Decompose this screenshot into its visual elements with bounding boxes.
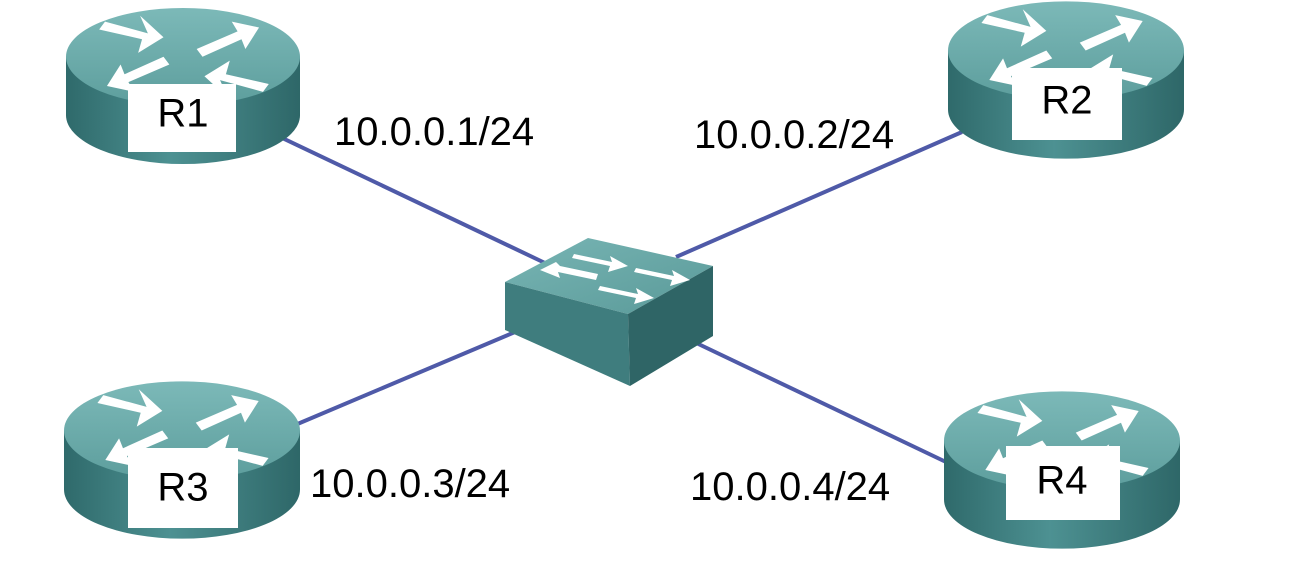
router-r3[interactable]: R3 <box>64 381 300 539</box>
router-label-r4: R4 <box>1036 459 1087 503</box>
router-label-box-r1 <box>128 84 236 152</box>
ip-label-r4: 10.0.0.4/24 <box>690 465 890 509</box>
switch[interactable] <box>505 238 713 386</box>
router-r2[interactable]: R2 <box>948 1 1184 159</box>
router-label-box-r3 <box>128 448 238 528</box>
router-label-box-r4 <box>1006 446 1120 520</box>
ip-label-r2: 10.0.0.2/24 <box>694 113 894 157</box>
switch-icon <box>505 238 713 386</box>
router-label-r2: R2 <box>1041 79 1092 123</box>
router-r1[interactable]: R1 <box>66 8 300 164</box>
link-r1-switch <box>235 114 546 265</box>
router-label-box-r2 <box>1012 68 1122 140</box>
link-r2-switch <box>675 130 963 259</box>
router-r4[interactable]: R4 <box>944 391 1180 549</box>
router-label-r3: R3 <box>157 466 208 510</box>
links <box>235 114 963 464</box>
link-r3-switch <box>287 330 516 430</box>
ip-label-r1: 10.0.0.1/24 <box>334 110 534 154</box>
link-r4-switch <box>689 338 947 464</box>
ip-label-r3: 10.0.0.3/24 <box>310 462 510 506</box>
router-label-r1: R1 <box>157 92 208 136</box>
